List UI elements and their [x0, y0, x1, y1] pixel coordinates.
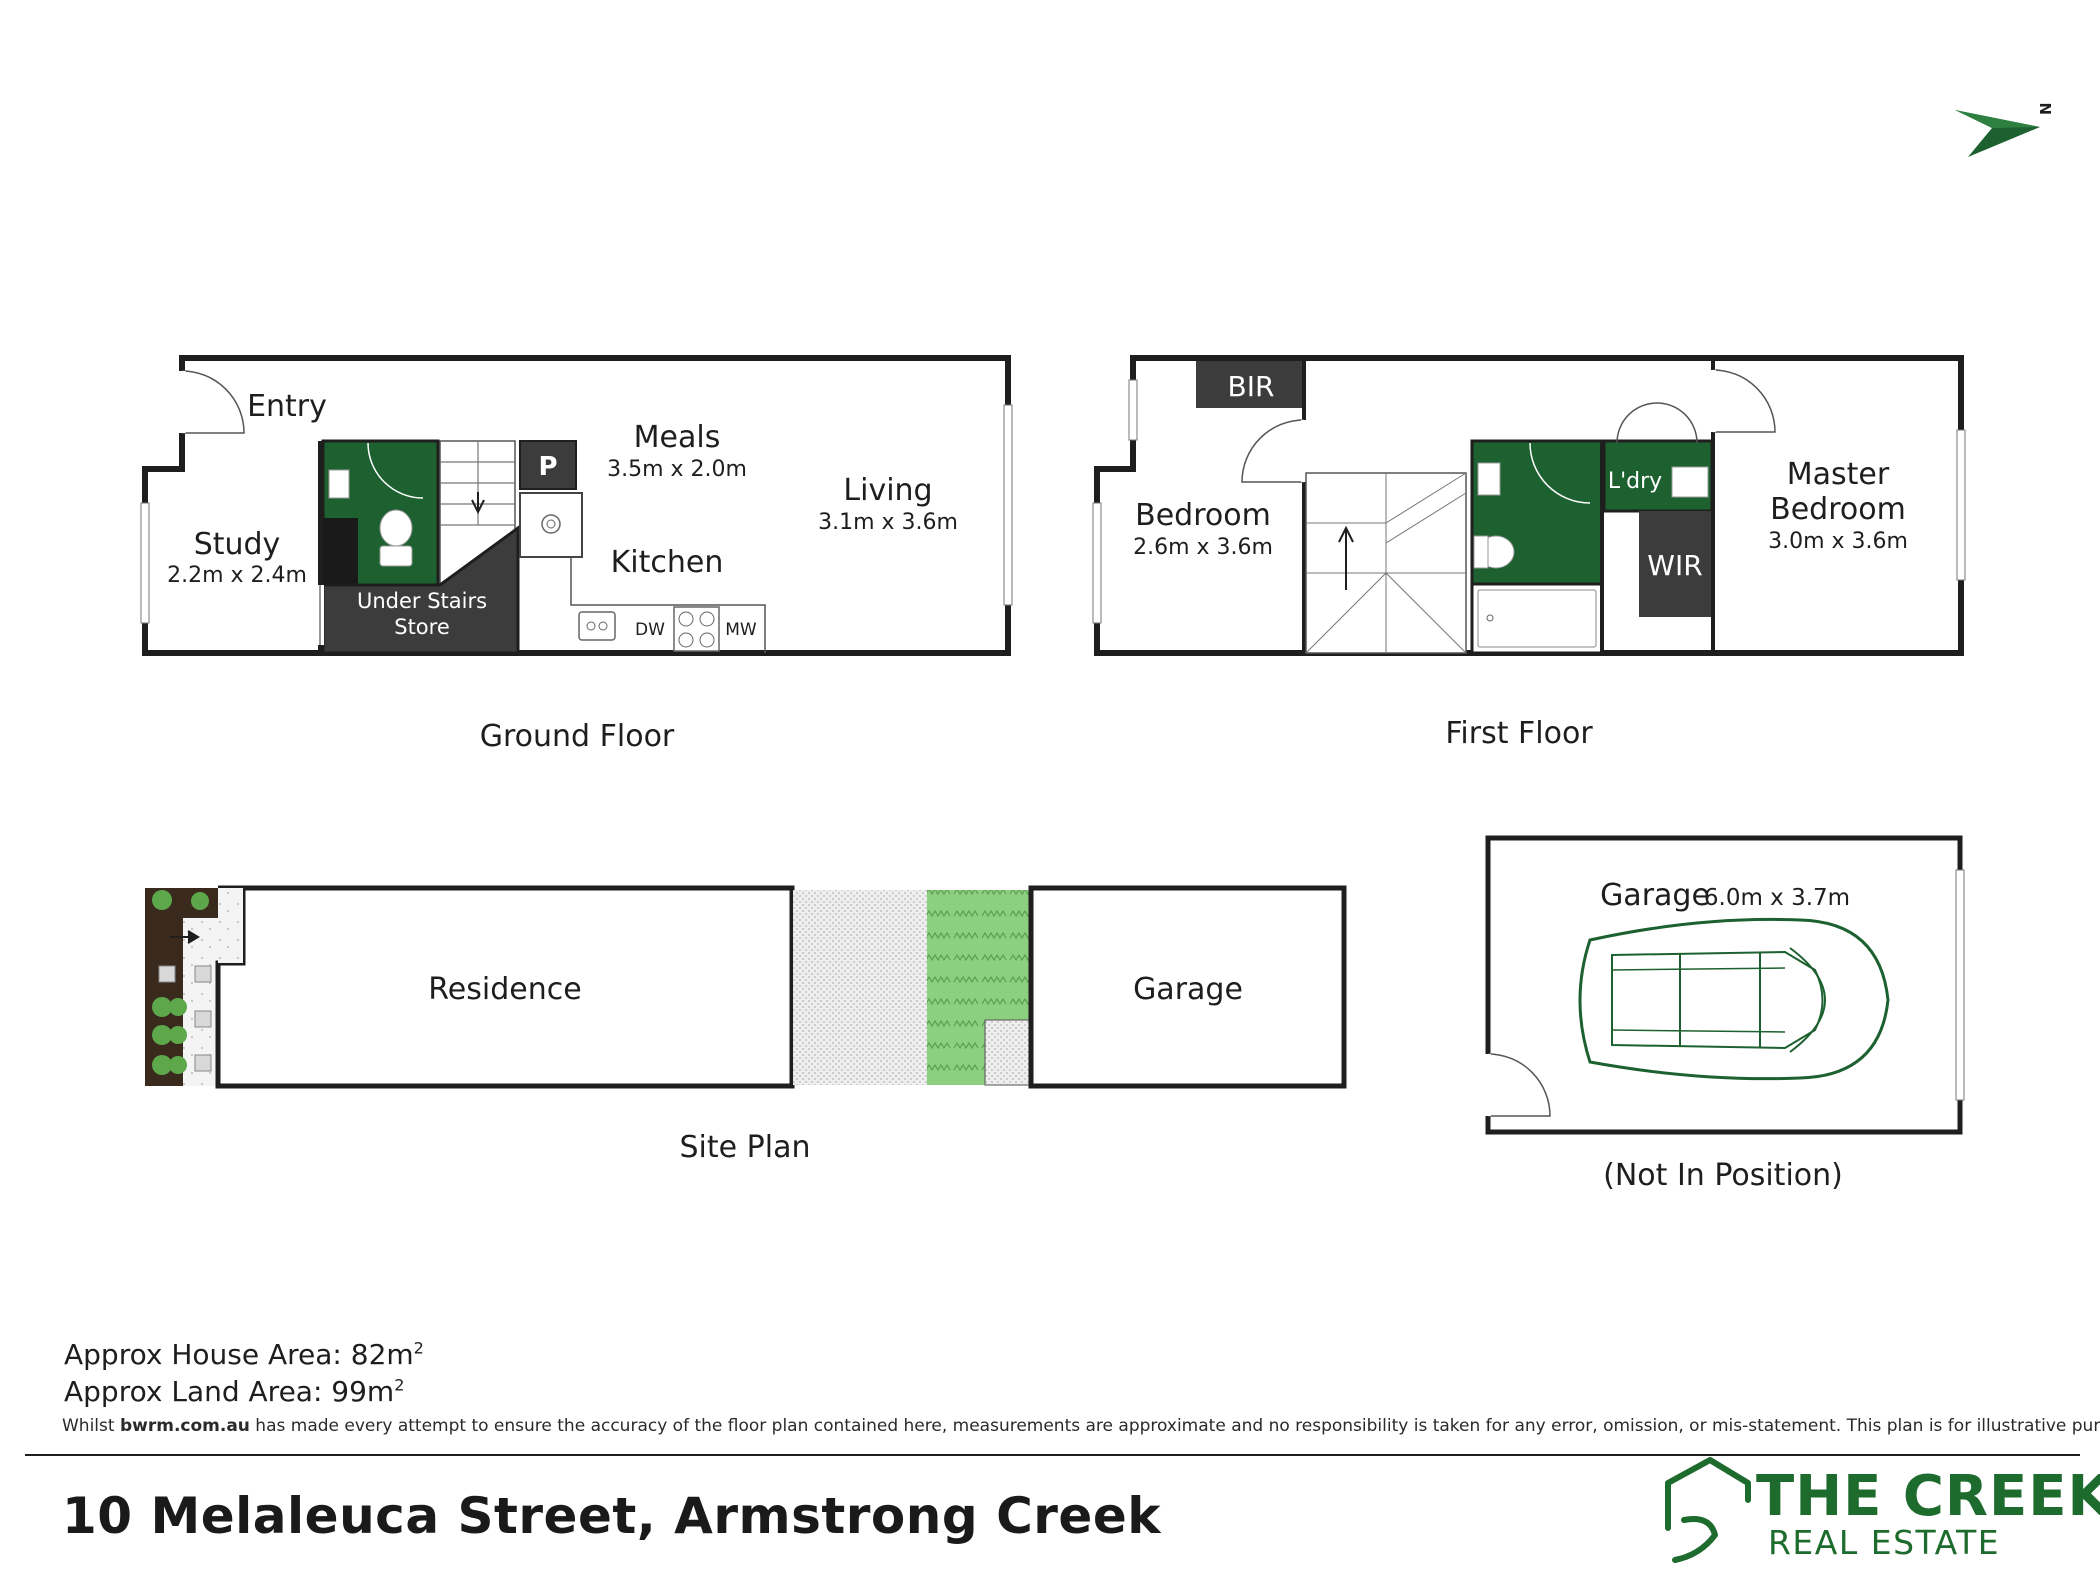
ground-floor-title: Ground Floor	[480, 719, 675, 754]
microwave-label: MW	[725, 620, 757, 640]
dishwasher-label: DW	[635, 620, 665, 640]
first-floor-plan	[1092, 355, 1966, 656]
bedroom-label: Bedroom	[1135, 498, 1271, 533]
ground-floor-plan	[140, 355, 1013, 656]
brand-tagline: REAL ESTATE	[1768, 1523, 2001, 1562]
kitchen-label: Kitchen	[611, 545, 724, 580]
living-size: 3.1m x 3.6m	[818, 510, 958, 535]
site-garage-label: Garage	[1133, 972, 1243, 1007]
garage-label: Garage	[1600, 878, 1710, 913]
study-label: Study	[194, 527, 281, 562]
wir-label: WIR	[1647, 549, 1702, 582]
property-address: 10 Melaleuca Street, Armstrong Creek	[62, 1487, 1162, 1545]
meals-size: 3.5m x 2.0m	[607, 457, 747, 482]
first-floor-title: First Floor	[1445, 716, 1593, 751]
site-plan	[145, 885, 1347, 1089]
master-bedroom-label-line1: Master	[1787, 457, 1890, 492]
north-arrow-icon	[1955, 110, 2040, 157]
site-plan-title: Site Plan	[680, 1130, 811, 1165]
pantry-label: P	[538, 452, 557, 482]
bir-label: BIR	[1228, 370, 1275, 403]
the-creek-logo-icon	[1665, 1457, 1751, 1563]
site-residence-label: Residence	[428, 972, 581, 1007]
brand-name: THE CREEK	[1756, 1464, 2100, 1529]
laundry-label: L'dry	[1608, 469, 1662, 494]
master-bedroom-label-line2: Bedroom	[1770, 492, 1906, 527]
bedroom-size: 2.6m x 3.6m	[1133, 535, 1273, 560]
meals-label: Meals	[634, 420, 721, 455]
land-area: Approx Land Area: 99m2	[64, 1375, 405, 1408]
entry-label: Entry	[247, 389, 327, 424]
disclaimer-site: bwrm.com.au	[119, 1416, 250, 1436]
study-size: 2.2m x 2.4m	[167, 563, 307, 588]
store-label-line2: Store	[394, 615, 450, 639]
garage-size: 6.0m x 3.7m	[1704, 885, 1850, 911]
car-icon	[1578, 917, 1890, 1081]
disclaimer: Whilst bwrm.com.au has made every attemp…	[62, 1416, 2100, 1436]
garage-plan	[1485, 835, 1965, 1135]
garage-note: (Not In Position)	[1603, 1158, 1843, 1193]
master-bedroom-size: 3.0m x 3.6m	[1768, 529, 1908, 554]
living-label: Living	[843, 473, 932, 508]
compass-label: N	[2037, 102, 2055, 115]
house-area: Approx House Area: 82m2	[64, 1338, 424, 1371]
store-label-line1: Under Stairs	[357, 589, 487, 613]
